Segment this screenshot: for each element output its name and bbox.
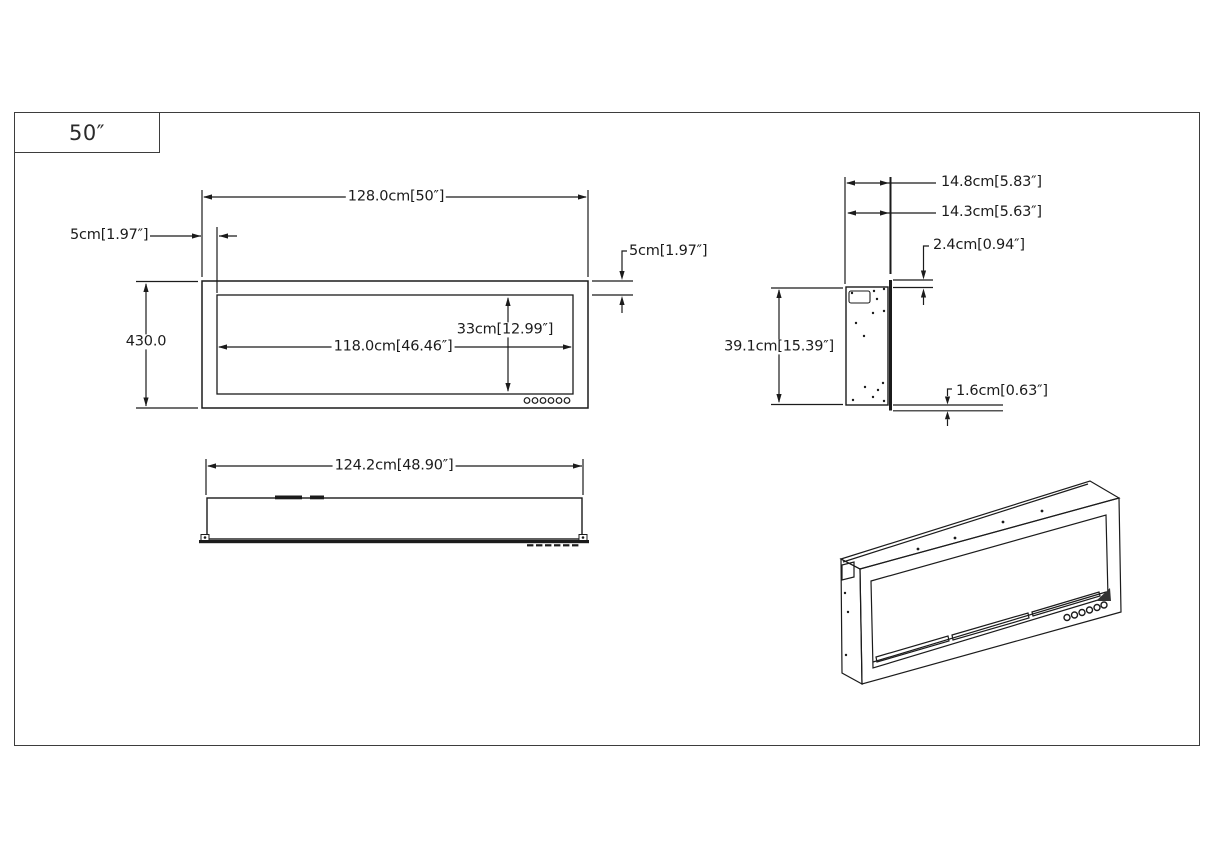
perspective-view-drawing <box>839 480 1122 686</box>
front-view-drawing <box>136 190 633 409</box>
front-viewing-height-label: 33cm[12.99″] <box>454 321 556 338</box>
perspective-control-buttons <box>1063 601 1108 622</box>
front-overall-width-label: 128.0cm[50″] <box>345 188 447 205</box>
page-border <box>14 112 1200 746</box>
side-overall-depth-label: 14.8cm[5.83″] <box>939 174 1044 191</box>
side-insert-height-label: 39.1cm[15.39″] <box>722 338 836 355</box>
side-view-holes <box>850 287 886 403</box>
title-block: 50″ <box>14 112 160 153</box>
front-overall-height-label: 430.0 <box>123 333 169 350</box>
side-insert-depth-label: 14.3cm[5.63″] <box>939 204 1044 221</box>
side-view-drawing <box>771 177 1003 426</box>
front-viewing-width-label: 118.0cm[46.46″] <box>331 338 455 355</box>
size-label: 50″ <box>68 120 106 145</box>
front-right-inset-label: 5cm[1.97″] <box>627 243 710 260</box>
side-bottom-flange-label: 1.6cm[0.63″] <box>954 383 1050 400</box>
top-view-button-dashes <box>527 544 579 547</box>
top-recess-width-label: 124.2cm[48.90″] <box>332 457 456 474</box>
front-control-buttons <box>523 397 571 404</box>
side-top-flange-label: 2.4cm[0.94″] <box>931 237 1027 254</box>
front-left-inset-label: 5cm[1.97″] <box>68 227 151 244</box>
perspective-screw-dots <box>843 509 1044 657</box>
